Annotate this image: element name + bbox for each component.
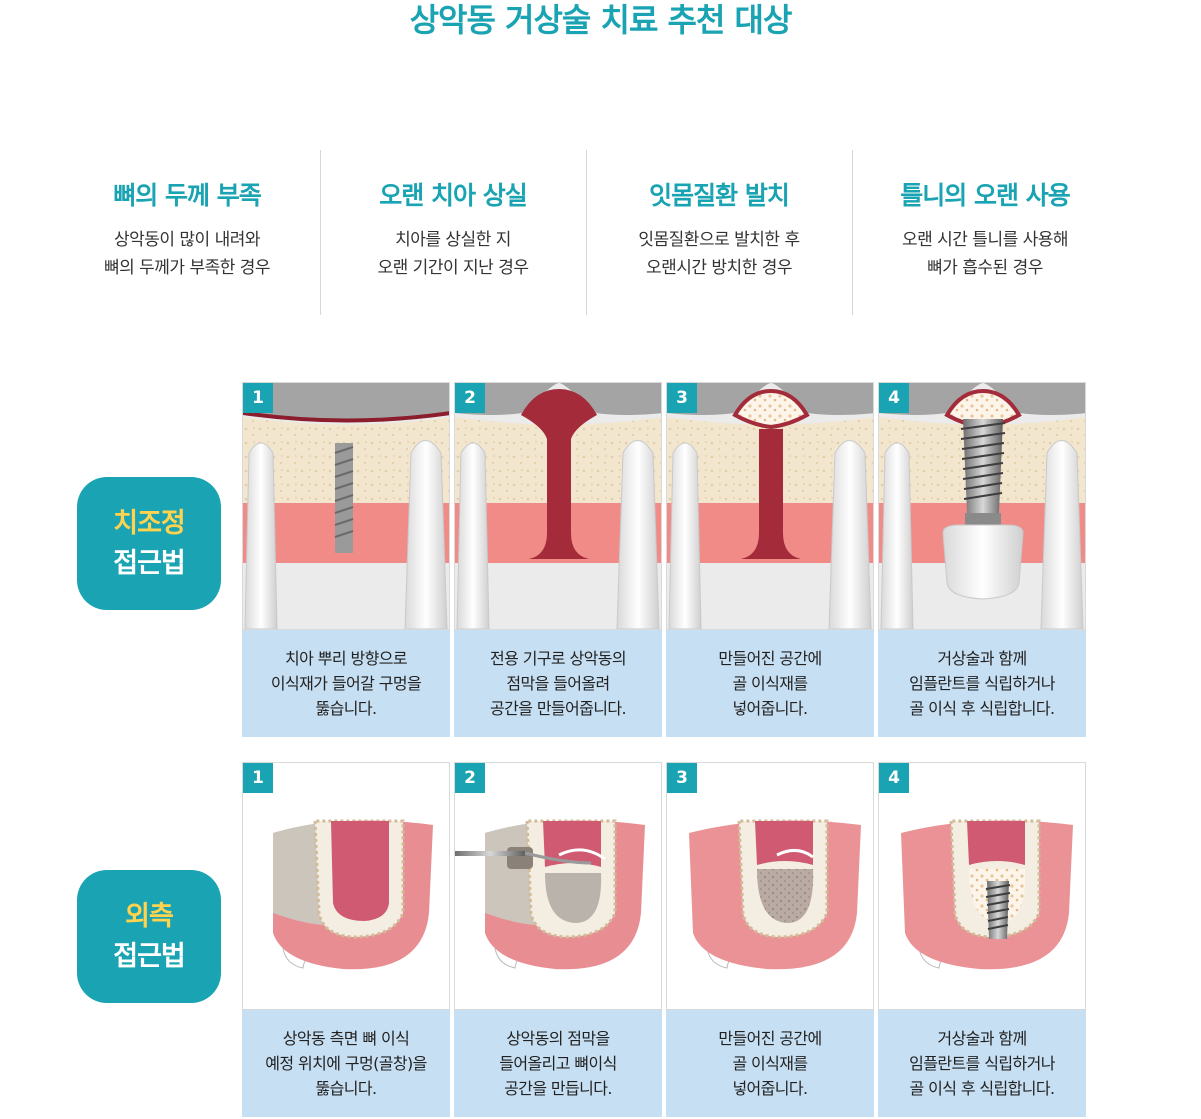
criterion-title: 오랜 치아 상실 <box>379 181 527 210</box>
crestal-step-2-illustration: 2 <box>454 382 662 630</box>
criterion-title: 잇몸질환 발치 <box>649 181 790 210</box>
criterion-bone-thickness: 뼈의 두께 부족 상악동이 많이 내려와 뼈의 두께가 부족한 경우 <box>54 150 320 315</box>
step-caption: 전용 기구로 상악동의 점막을 들어올려 공간을 만들어줍니다. <box>454 630 662 737</box>
criterion-long-tooth-loss: 오랜 치아 상실 치아를 상실한 지 오랜 기간이 지난 경우 <box>320 150 586 315</box>
crestal-step-2: 2 전용 기구로 상악동의 점막을 들어올려 공간을 만들어줍니다. <box>454 382 662 737</box>
crestal-step-3-image <box>667 383 873 629</box>
crestal-step-3: 3 만들어진 공간에 골 이식재를 넣어줍니다. <box>666 382 874 737</box>
criterion-description: 잇몸질환으로 발치한 후 오랜시간 방치한 경우 <box>638 230 800 278</box>
step-number: 3 <box>667 763 697 793</box>
badge-accent-text: 외측 <box>125 900 174 932</box>
criterion-description: 오랜 시간 틀니를 사용해 뼈가 흡수된 경우 <box>901 230 1069 278</box>
lateral-approach-badge: 외측 접근법 <box>77 870 221 1003</box>
crestal-step-4-illustration: 4 <box>878 382 1086 630</box>
lateral-step-1-image <box>273 819 433 970</box>
criterion-description: 상악동이 많이 내려와 뼈의 두께가 부족한 경우 <box>103 230 271 278</box>
step-caption: 만들어진 공간에 골 이식재를 넣어줍니다. <box>666 1010 874 1117</box>
step-number: 2 <box>455 383 485 413</box>
crestal-step-2-image <box>455 383 661 629</box>
crestal-step-1-illustration: 1 <box>242 382 450 630</box>
step-number: 2 <box>455 763 485 793</box>
criterion-title: 틀니의 오랜 사용 <box>900 181 1070 210</box>
step-caption: 거상술과 함께 임플란트를 식립하거나 골 이식 후 식립합니다. <box>878 1010 1086 1117</box>
lateral-step-4-illustration: 4 <box>878 762 1086 1010</box>
step-caption: 거상술과 함께 임플란트를 식립하거나 골 이식 후 식립합니다. <box>878 630 1086 737</box>
badge-accent-text: 치조정 <box>113 507 186 539</box>
criterion-long-denture-use: 틀니의 오랜 사용 오랜 시간 틀니를 사용해 뼈가 흡수된 경우 <box>852 150 1118 315</box>
lateral-step-3-image <box>689 819 861 970</box>
step-number: 1 <box>243 763 273 793</box>
criterion-gum-disease-extraction: 잇몸질환 발치 잇몸질환으로 발치한 후 오랜시간 방치한 경우 <box>586 150 852 315</box>
step-caption: 상악동의 점막을 들어올리고 뼈이식 공간을 만듭니다. <box>454 1010 662 1117</box>
step-caption: 상악동 측면 뼈 이식 예정 위치에 구멍(골창)을 뚫습니다. <box>242 1010 450 1117</box>
criterion-title: 뼈의 두께 부족 <box>113 181 261 210</box>
lateral-step-4-image <box>901 819 1073 970</box>
lateral-step-3-illustration: 3 <box>666 762 874 1010</box>
step-number: 3 <box>667 383 697 413</box>
lateral-step-1-illustration: 1 <box>242 762 450 1010</box>
lateral-step-2-image <box>455 819 645 970</box>
step-number: 1 <box>243 383 273 413</box>
crestal-step-1-image <box>243 383 449 629</box>
lateral-step-1: 1 상악동 측면 뼈 이식 예정 위치에 구멍(골창)을 뚫습니다. <box>242 762 450 1117</box>
crestal-step-4: 4 거상술과 함께 임플란트를 식립하거나 골 이식 후 식립합니다. <box>878 382 1086 737</box>
step-number: 4 <box>879 763 909 793</box>
lateral-step-3: 3 만들어진 공간에 골 이식재를 넣어줍니다. <box>666 762 874 1117</box>
lateral-step-2-illustration: 2 <box>454 762 662 1010</box>
crestal-step-1: 1 치아 뿌리 방향으로 이식재가 들어갈 구멍을 뚫습니다. <box>242 382 450 737</box>
step-caption: 만들어진 공간에 골 이식재를 넣어줍니다. <box>666 630 874 737</box>
step-number: 4 <box>879 383 909 413</box>
step-caption: 치아 뿌리 방향으로 이식재가 들어갈 구멍을 뚫습니다. <box>242 630 450 737</box>
crestal-step-3-illustration: 3 <box>666 382 874 630</box>
crestal-step-4-image <box>879 383 1085 629</box>
lateral-step-2: 2 상악동의 점막을 들어올리고 뼈이식 공간을 만듭니다. <box>454 762 662 1117</box>
badge-main-text: 접근법 <box>113 547 186 579</box>
crestal-approach-badge: 치조정 접근법 <box>77 477 221 610</box>
lateral-step-4: 4 거상술과 함께 임플란트를 식립하거나 골 이식 후 식립합니다. <box>878 762 1086 1117</box>
page-title: 상악동 거상술 치료 추천 대상 <box>409 1 793 39</box>
badge-main-text: 접근법 <box>113 940 186 972</box>
recommendation-criteria: 뼈의 두께 부족 상악동이 많이 내려와 뼈의 두께가 부족한 경우 오랜 치아… <box>54 150 1144 315</box>
criterion-description: 치아를 상실한 지 오랜 기간이 지난 경우 <box>377 230 529 278</box>
